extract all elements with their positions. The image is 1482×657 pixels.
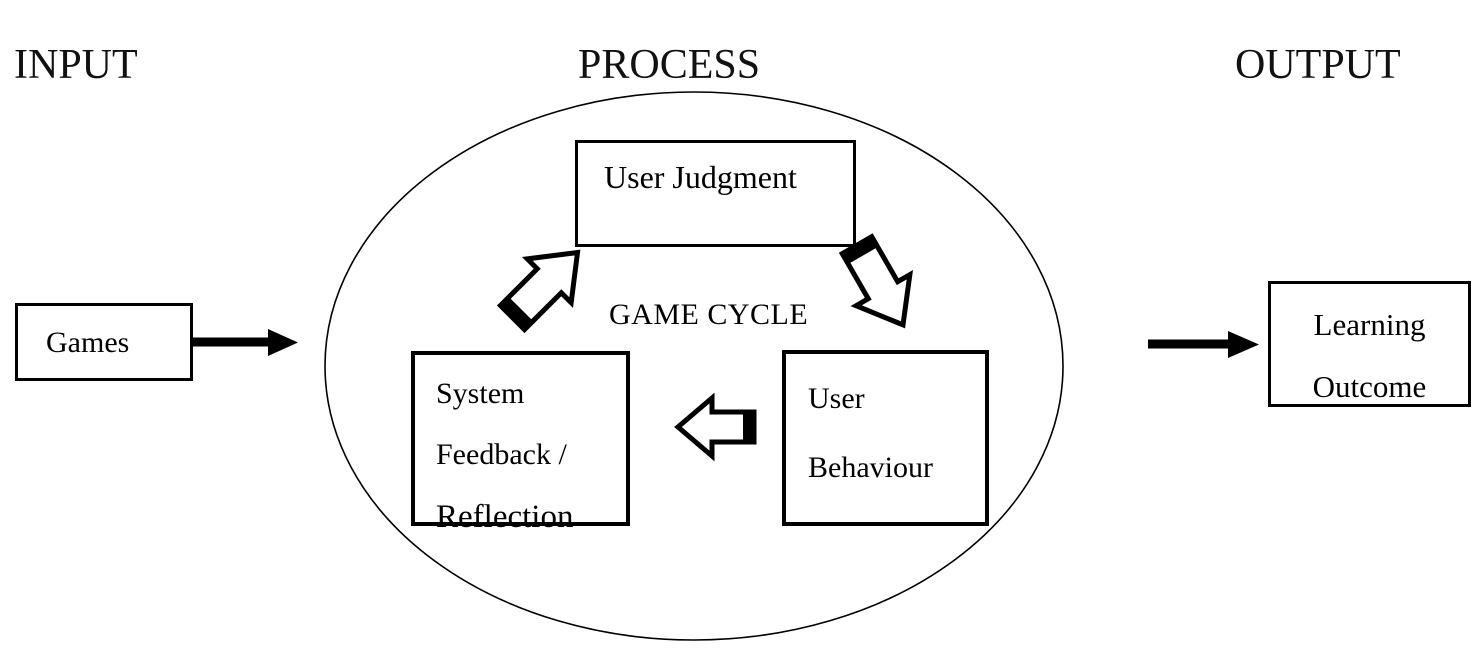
input-arrow [193, 329, 298, 356]
node-system-feedback-line-1: System [436, 377, 525, 410]
node-system-feedback-line-3: Reflection [436, 499, 574, 535]
section-header-process: PROCESS [578, 42, 761, 88]
node-user-behaviour-line-1: User [808, 382, 865, 415]
node-user-behaviour[interactable]: User Behaviour [782, 350, 989, 526]
node-user-judgment-label: User Judgment [604, 159, 797, 195]
node-user-judgment[interactable]: User Judgment [575, 140, 856, 247]
node-learning-outcome-line-1: Learning [1313, 307, 1426, 342]
node-system-feedback-reflection[interactable]: System Feedback / Reflection [411, 351, 630, 535]
node-system-feedback-line-2: Feedback / [436, 438, 567, 471]
section-header-output: OUTPUT [1235, 42, 1401, 88]
output-arrow [1148, 331, 1259, 358]
node-learning-outcome-line-2: Outcome [1312, 368, 1427, 404]
node-games[interactable]: Games [15, 303, 193, 381]
node-learning-outcome[interactable]: Learning Outcome [1268, 281, 1471, 407]
section-header-input: INPUT [14, 42, 138, 88]
game-cycle-caption: GAME CYCLE [609, 298, 809, 331]
node-user-behaviour-line-2: Behaviour [808, 450, 933, 484]
node-games-label: Games [46, 326, 130, 359]
cycle-arrow-up-right [496, 249, 581, 334]
cycle-arrow-left [674, 392, 757, 462]
